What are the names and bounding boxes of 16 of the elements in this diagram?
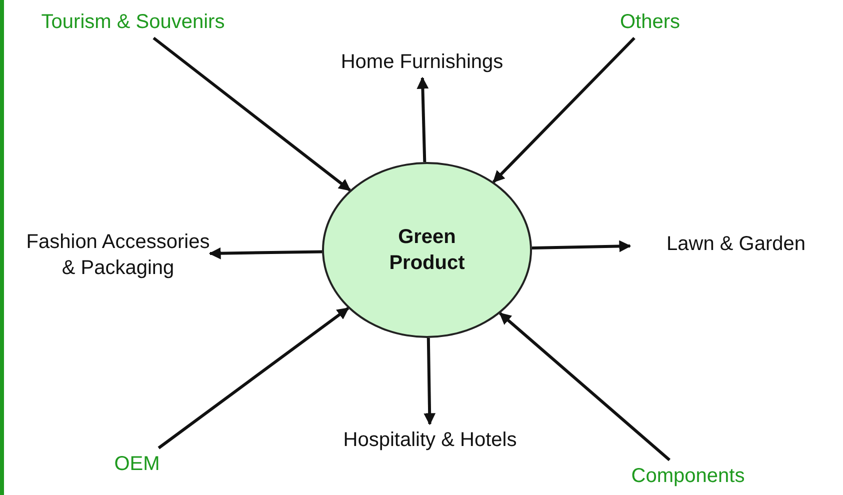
source-label: Others	[612, 6, 688, 38]
market-label: Lawn & Garden	[630, 228, 842, 260]
arrow	[499, 312, 670, 462]
arrow	[158, 306, 350, 450]
market-label: Fashion Accessories & Packaging	[26, 200, 210, 310]
arrow	[492, 36, 636, 183]
market-label: Hospitality & Hotels	[298, 424, 562, 456]
arrow	[152, 36, 351, 192]
arrow	[532, 240, 632, 252]
market-label: Home Furnishings	[296, 46, 548, 78]
arrow	[424, 338, 436, 426]
arrow	[416, 76, 429, 162]
circle-label: Green Product	[388, 225, 466, 276]
source-label: Components	[606, 460, 770, 492]
source-label: Tourism & Souvenirs	[8, 6, 258, 38]
source-label: OEM	[106, 448, 168, 480]
